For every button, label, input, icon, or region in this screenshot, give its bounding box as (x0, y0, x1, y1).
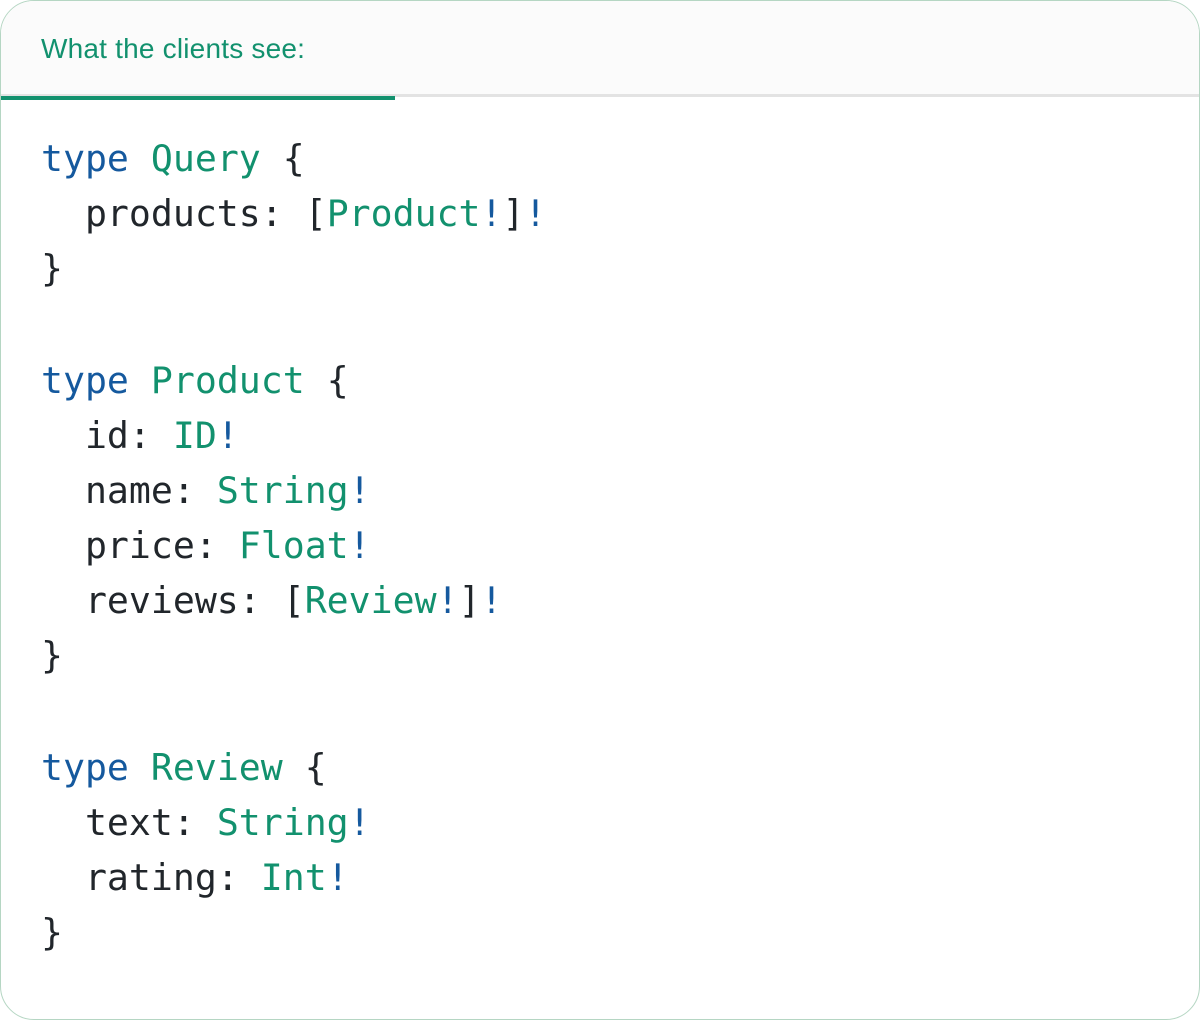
code-token-plain: { (304, 359, 349, 402)
code-token-kw: ! (348, 524, 371, 567)
code-token-plain: name: (41, 469, 217, 512)
code-token-type: Product (150, 359, 305, 402)
code-token-type: ID (172, 414, 217, 457)
code-line: } (41, 628, 1159, 683)
code-token-plain: ] (458, 579, 481, 622)
code-token-kw: ! (436, 579, 459, 622)
code-token-plain (129, 746, 151, 789)
code-line: } (41, 241, 1159, 296)
code-line: } (41, 905, 1159, 960)
code-token-plain: } (41, 911, 63, 954)
tab-label: What the clients see: (41, 33, 306, 64)
code-token-plain (129, 137, 151, 180)
code-token-kw: ! (216, 414, 239, 457)
code-token-type: Review (304, 579, 437, 622)
code-line: rating: Int! (41, 850, 1159, 905)
code-token-plain (129, 359, 151, 402)
code-block-type-review: type Review { text: String! rating: Int!… (41, 740, 1159, 960)
code-token-plain: { (260, 137, 305, 180)
code-line: text: String! (41, 795, 1159, 850)
code-token-plain: products: [ (41, 192, 327, 235)
code-block-type-query: type Query { products: [Product!]!} (41, 131, 1159, 296)
code-token-plain: id: (41, 414, 173, 457)
tab-what-clients-see[interactable]: What the clients see: (1, 1, 395, 100)
code-line: type Review { (41, 740, 1159, 795)
code-token-type: Float (238, 524, 349, 567)
code-token-plain: } (41, 634, 63, 677)
code-token-plain: text: (41, 801, 217, 844)
code-token-kw: ! (348, 469, 371, 512)
code-token-plain: ] (502, 192, 525, 235)
code-line: products: [Product!]! (41, 186, 1159, 241)
code-line: name: String! (41, 463, 1159, 518)
code-token-kw: ! (480, 579, 503, 622)
code-token-plain: price: (41, 524, 239, 567)
code-line: type Product { (41, 353, 1159, 408)
code-token-type: Int (260, 856, 327, 899)
code-token-type: Query (150, 137, 261, 180)
code-token-type: String (216, 801, 349, 844)
code-token-type: Product (326, 192, 481, 235)
code-block-container: type Query { products: [Product!]!}type … (1, 97, 1199, 960)
code-token-kw: ! (480, 192, 503, 235)
code-token-kw: type (41, 746, 129, 789)
code-token-plain: rating: (41, 856, 261, 899)
code-line: type Query { (41, 131, 1159, 186)
code-line: price: Float! (41, 518, 1159, 573)
code-token-plain: { (282, 746, 327, 789)
code-token-kw: type (41, 137, 129, 180)
tab-active-indicator (1, 96, 395, 100)
code-line: id: ID! (41, 408, 1159, 463)
code-token-type: Review (150, 746, 283, 789)
code-line: reviews: [Review!]! (41, 573, 1159, 628)
code-block-type-product: type Product { id: ID! name: String! pri… (41, 353, 1159, 683)
code-token-plain: } (41, 247, 63, 290)
code-token-kw: ! (348, 801, 371, 844)
code-token-type: String (216, 469, 349, 512)
card-header: What the clients see: (1, 1, 1199, 100)
code-token-kw: ! (326, 856, 349, 899)
code-token-kw: type (41, 359, 129, 402)
code-token-plain: reviews: [ (41, 579, 305, 622)
code-token-kw: ! (524, 192, 547, 235)
